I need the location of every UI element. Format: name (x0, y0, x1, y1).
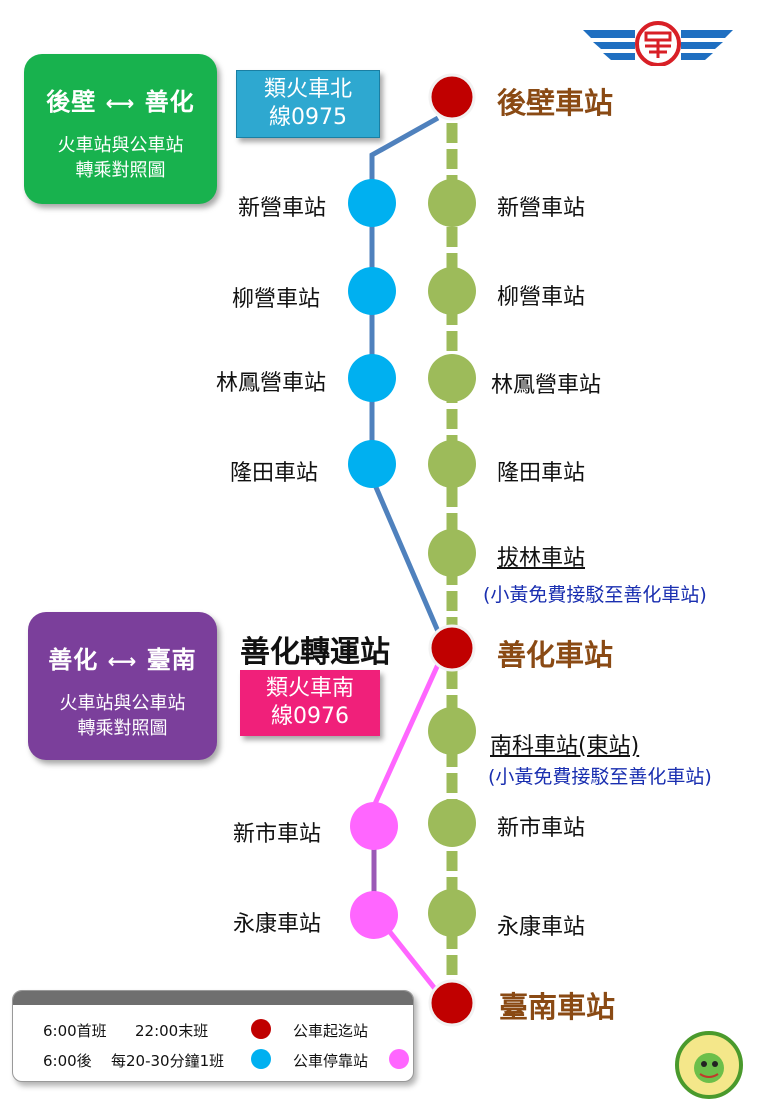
hub-label: 善化轉運站 (240, 635, 390, 670)
train-station-dot (428, 889, 476, 937)
north-route-box: 類火車北 線0975 (236, 70, 380, 138)
station-label-liuying: 柳營車站 (497, 285, 586, 310)
legend-frequency: 每20-30分鐘1班 (111, 1052, 225, 1070)
bus-stop-label-liuying: 柳營車站 (232, 287, 321, 312)
south-panel-subtitle-2: 轉乘對照圖 (77, 718, 168, 739)
legend-after-six: 6:00後 (43, 1052, 92, 1070)
station-label-balin: 拔林車站 (497, 546, 586, 571)
south-panel-title-left: 善化 (48, 646, 99, 674)
south-panel: 善化 ⟷ 臺南 火車站與公車站 轉乘對照圖 (28, 612, 217, 760)
station-label-xinshi: 新市車站 (497, 816, 586, 841)
bus-stop-dot-north (348, 179, 396, 227)
legend-terminus-label: 公車起迄站 (293, 1022, 369, 1040)
bus-stop-label-linfengying: 林鳳營車站 (216, 371, 327, 396)
north-route-line1: 類火車北 (263, 77, 352, 102)
south-route-line2: 線0976 (271, 704, 349, 729)
north-panel-subtitle-1: 火車站與公車站 (57, 135, 184, 156)
legend-south-stop-dot (389, 1049, 409, 1069)
legend-north-stop-dot (251, 1049, 271, 1069)
station-label-linfengying: 林鳳營車站 (491, 373, 602, 398)
legend-stop-label: 公車停靠站 (293, 1052, 369, 1070)
south-route-box: 類火車南 線0976 (240, 670, 380, 736)
bus-stop-dot-south (350, 802, 398, 850)
train-station-dot (428, 179, 476, 227)
double-arrow-icon: ⟷ (105, 91, 136, 115)
bus-stop-dot-north (348, 440, 396, 488)
transit-logo-icon (583, 21, 733, 66)
mascot-badge-icon (675, 1031, 743, 1099)
train-station-dot (428, 354, 476, 402)
station-label-shanhua: 善化車站 (497, 638, 614, 672)
legend: 6:00首班 22:00末班 6:00後 每20-30分鐘1班 公車起迄站 公車… (12, 990, 414, 1082)
train-station-dot (428, 73, 476, 121)
station-note-nanke: (小黃免費接駁至善化車站) (488, 766, 712, 788)
north-route-line2: 線0975 (269, 105, 347, 130)
station-label-houbi: 後壁車站 (497, 86, 614, 120)
north-bus-route (369, 115, 443, 637)
bus-stop-dot-north (348, 354, 396, 402)
south-route-line1: 類火車南 (265, 676, 354, 701)
bus-stop-label-xinying: 新營車站 (238, 196, 327, 221)
legend-first-bus: 6:00首班 (43, 1022, 107, 1040)
train-station-dot (428, 624, 476, 672)
double-arrow-icon: ⟷ (107, 649, 138, 673)
station-label-longtian: 隆田車站 (497, 461, 586, 486)
train-station-dot (428, 529, 476, 577)
bus-stop-label-xinshi: 新市車站 (233, 822, 322, 847)
train-station-dot (428, 979, 476, 1027)
south-panel-title-right: 臺南 (146, 646, 197, 674)
legend-last-bus: 22:00末班 (135, 1022, 209, 1040)
station-label-yongkang: 永康車站 (497, 915, 586, 940)
train-station-dot (428, 440, 476, 488)
bus-stop-dot-north (348, 267, 396, 315)
train-station-dot (428, 707, 476, 755)
station-label-xinying: 新營車站 (497, 196, 586, 221)
train-station-dot (428, 267, 476, 315)
legend-header-bar (13, 991, 413, 1005)
station-label-nanke: 南科車站(東站) (490, 734, 640, 759)
south-panel-subtitle-1: 火車站與公車站 (59, 693, 186, 714)
north-panel-title-left: 後壁 (46, 88, 97, 116)
bus-stop-dot-south (350, 891, 398, 939)
north-panel-subtitle-2: 轉乘對照圖 (75, 160, 166, 181)
station-label-tainan: 臺南車站 (499, 990, 616, 1024)
north-panel: 後壁 ⟷ 善化 火車站與公車站 轉乘對照圖 (24, 54, 217, 204)
south-panel-title: 善化 ⟷ 臺南 (28, 640, 217, 675)
legend-terminus-dot (251, 1019, 271, 1039)
north-panel-title-right: 善化 (144, 88, 195, 116)
train-station-dot (428, 799, 476, 847)
bus-stop-label-longtian: 隆田車站 (230, 461, 319, 486)
bus-stop-label-yongkang: 永康車站 (233, 912, 322, 937)
station-note-balin: (小黃免費接駁至善化車站) (483, 584, 707, 606)
north-panel-title: 後壁 ⟷ 善化 (24, 82, 217, 117)
